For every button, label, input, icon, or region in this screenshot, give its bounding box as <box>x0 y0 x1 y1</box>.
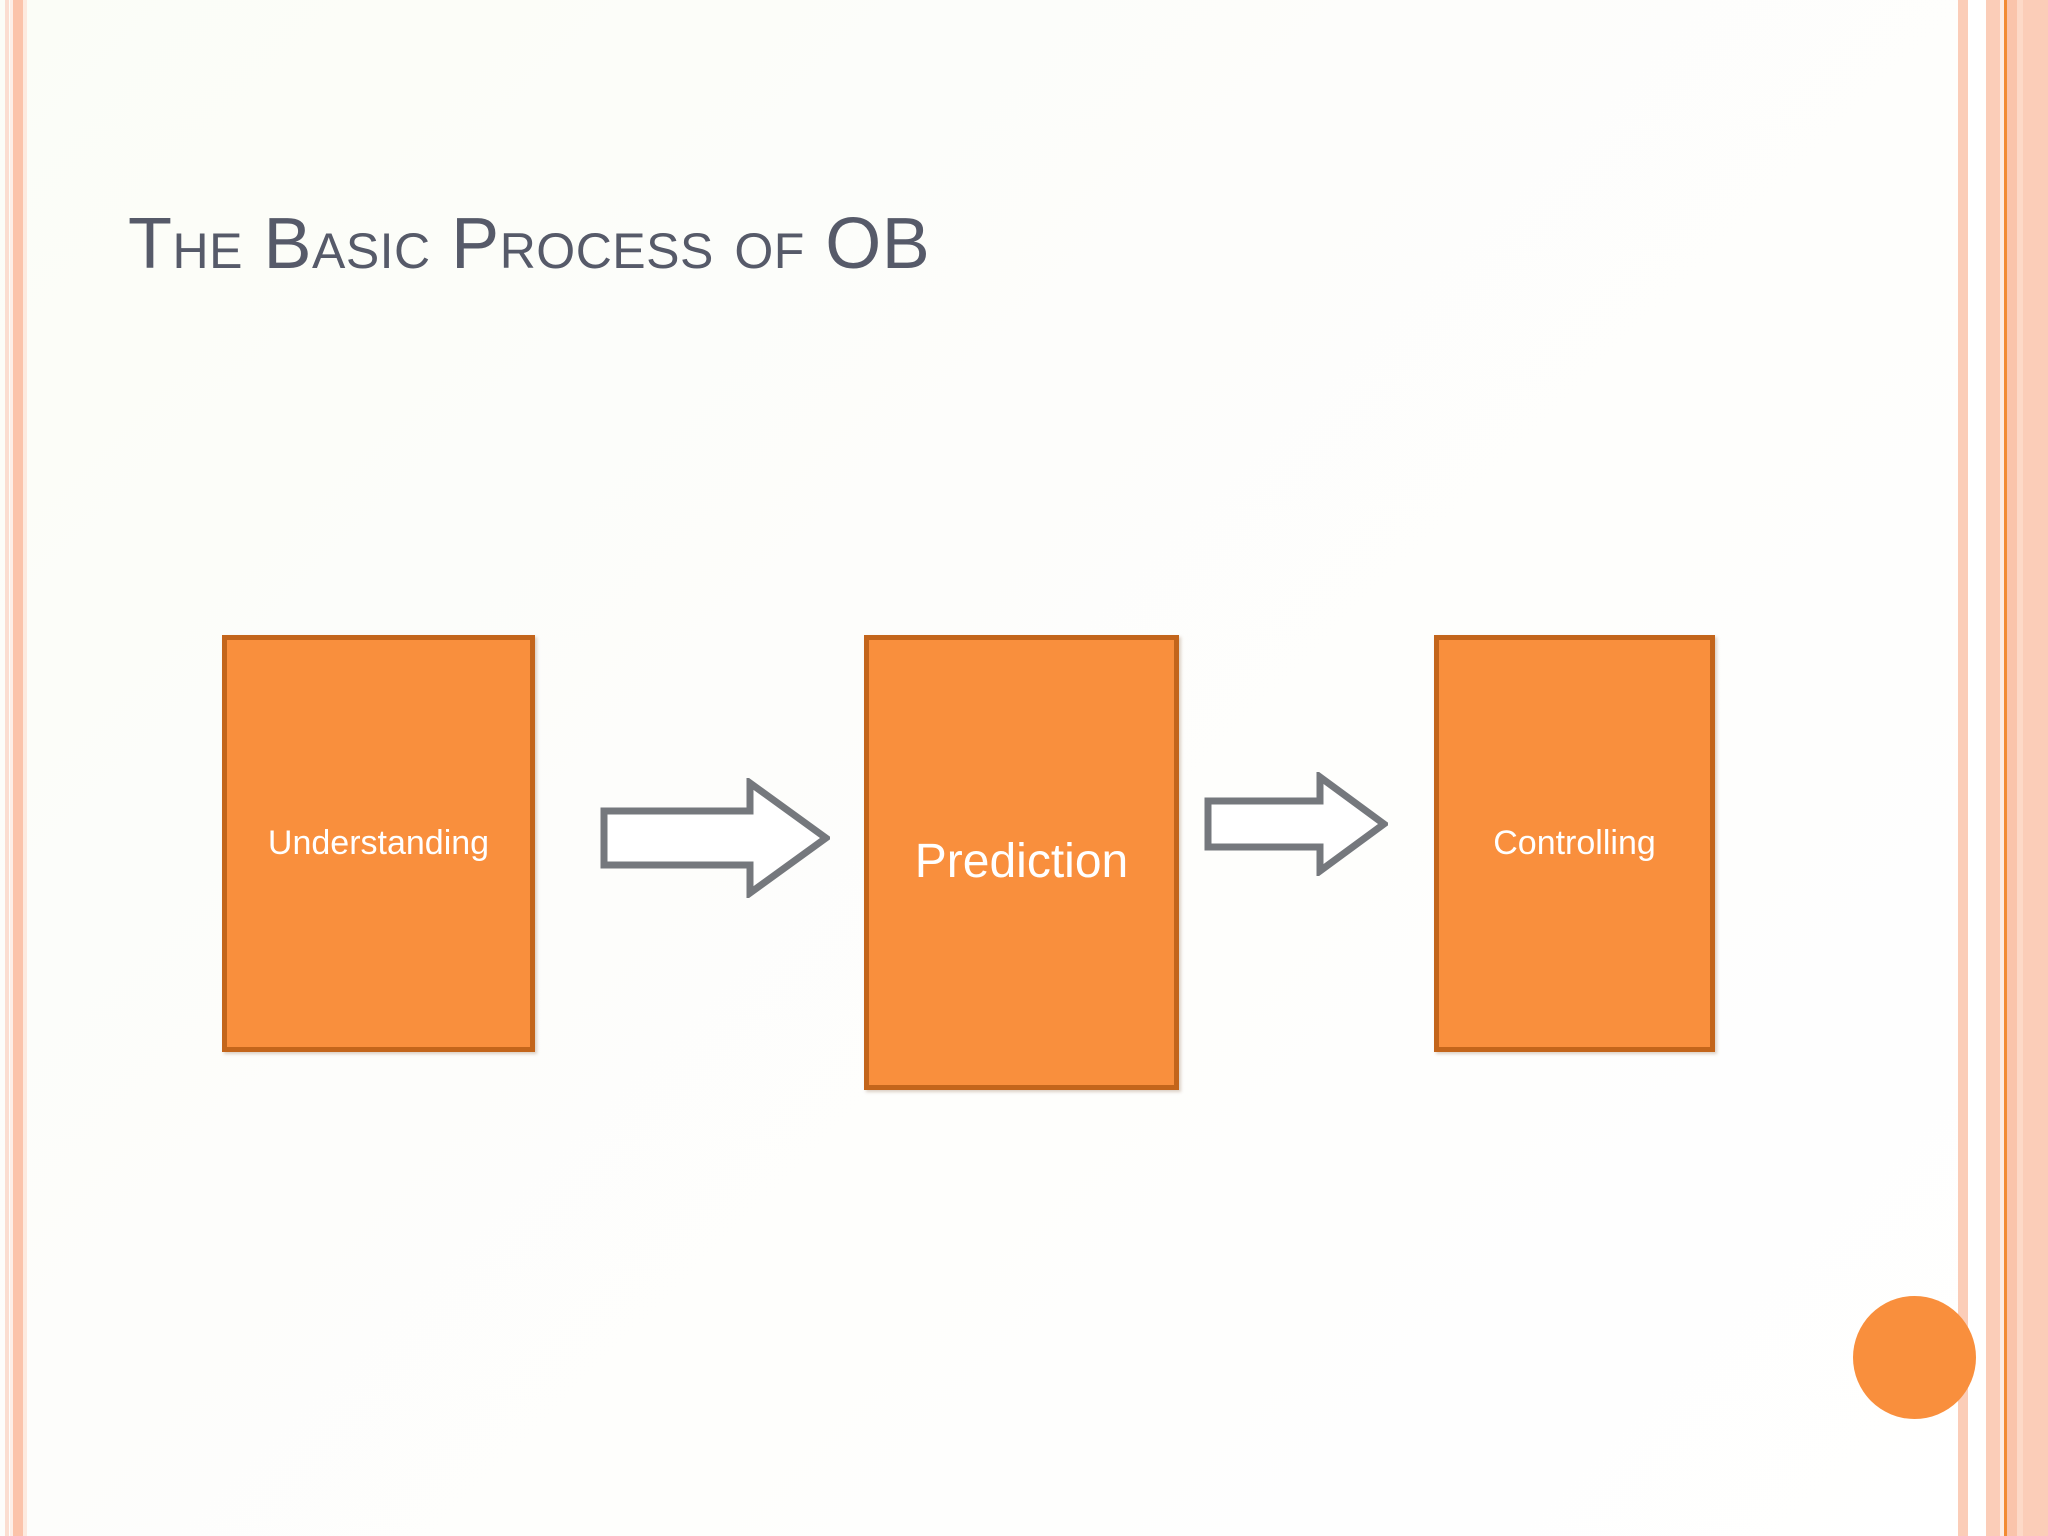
process-step-understanding[interactable]: Understanding <box>222 635 535 1052</box>
right-edge-decoration <box>1958 0 2048 1536</box>
edge-stripe <box>1958 0 1968 1536</box>
edge-stripe <box>2004 0 2007 1536</box>
process-step-label: Controlling <box>1493 823 1656 862</box>
edge-stripe <box>10 0 13 1536</box>
arrow-right-icon <box>1204 772 1388 876</box>
edge-stripe <box>23 0 27 1536</box>
page-title: The Basic Process of OB <box>128 204 931 284</box>
process-step-controlling[interactable]: Controlling <box>1434 635 1715 1052</box>
process-step-prediction[interactable]: Prediction <box>864 635 1179 1090</box>
edge-stripe <box>5 0 9 1536</box>
edge-stripe <box>1986 0 2000 1536</box>
edge-stripe <box>2007 0 2017 1536</box>
orange-circle-decoration <box>1853 1296 1976 1419</box>
edge-stripe <box>2000 0 2004 1536</box>
edge-stripe <box>1968 0 1986 1536</box>
arrow-right-icon <box>600 778 830 898</box>
edge-stripe <box>13 0 23 1536</box>
edge-stripe <box>2023 0 2048 1536</box>
process-step-label: Understanding <box>267 823 490 862</box>
process-step-label: Prediction <box>914 835 1129 889</box>
left-edge-decoration <box>0 0 30 1536</box>
edge-stripe <box>2017 0 2023 1536</box>
